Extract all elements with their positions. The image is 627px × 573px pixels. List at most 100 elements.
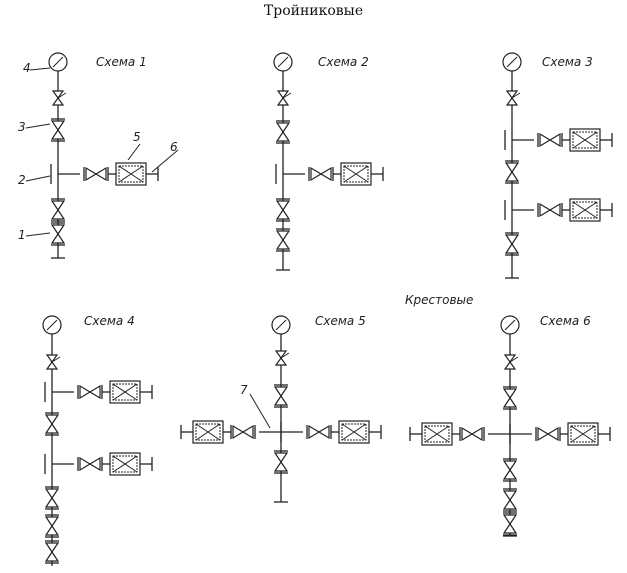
scheme-label-5: Схема 5 [315,314,366,328]
actuator-cross [424,425,450,443]
valve-triangle [502,396,518,408]
valve-triangle [319,166,332,182]
valve-horizontal-icon [83,166,109,182]
valve-triangle [88,384,101,400]
valve-horizontal-icon [308,166,334,182]
valve-vertical-icon [502,488,518,512]
valve-vertical-icon [504,232,520,256]
valve-triangle [85,166,98,182]
valve-triangle [502,468,518,480]
callout-4: 4 [23,61,31,75]
actuator-box-icon [569,198,601,222]
valve-triangle [276,90,290,100]
valve-triangle [275,230,291,242]
gauge-needle [275,319,287,331]
actuator-cross [572,201,598,219]
valve-triangle [275,238,291,250]
valve-triangle [274,350,288,360]
valve-triangle [44,542,60,554]
valve-triangle [50,120,66,132]
valve-triangle [44,488,60,500]
scheme-label-4: Схема 4 [84,314,135,328]
valve-triangle [502,460,518,472]
valve-horizontal-icon [537,202,563,218]
valve-vertical-icon [44,514,60,538]
valve-triangle [232,424,245,440]
valve-vertical-icon [275,120,291,144]
needle-valve-icon [503,354,519,370]
valve-vertical-icon [502,458,518,482]
needle-valve-icon [276,90,292,106]
valve-triangle [275,122,291,134]
actuator-cross [195,423,221,441]
valve-triangle [461,426,474,442]
actuator-inner [572,201,598,219]
pressure-gauge-icon [273,52,293,76]
leader-line [25,232,51,237]
valve-triangle [274,356,288,366]
valve-triangle [502,498,518,510]
actuator-box-icon [567,422,599,446]
valve-triangle [505,90,519,100]
scheme-label-2: Схема 2 [318,55,369,69]
actuator-box-icon [192,420,224,444]
valve-triangle [44,550,60,562]
gauge-needle [504,319,516,331]
valve-vertical-icon [44,412,60,436]
valve-triangle [275,200,291,212]
actuator-box-icon [569,128,601,152]
gauge-needle [52,56,64,68]
valve-triangle [502,522,518,534]
actuator-inner [118,165,144,183]
valve-triangle [539,202,552,218]
leader-line [151,149,179,173]
valve-triangle [503,360,517,370]
valve-triangle [241,424,254,440]
leader-line [249,393,271,429]
actuator-inner [343,165,369,183]
valve-triangle [51,96,65,106]
valve-vertical-icon [273,384,289,408]
valve-triangle [79,456,92,472]
valve-vertical-icon [275,198,291,222]
valve-triangle [50,128,66,140]
scheme-label-3: Схема 3 [542,55,593,69]
valve-vertical-icon [44,486,60,510]
valve-handle [280,352,290,359]
valve-triangle [273,460,289,472]
valve-triangle [273,452,289,464]
valve-triangle [504,170,520,182]
pressure-gauge-icon [48,52,68,76]
valve-horizontal-icon [459,426,485,442]
valve-horizontal-icon [77,384,103,400]
valve-vertical-icon [50,118,66,142]
actuator-cross [572,131,598,149]
valve-triangle [502,388,518,400]
valve-triangle [548,202,561,218]
actuator-box-icon [115,162,147,186]
actuator-cross [343,165,369,183]
valve-horizontal-icon [306,424,332,440]
pressure-gauge-icon [502,52,522,76]
leader-line [127,143,141,161]
valve-vertical-icon [275,228,291,252]
valve-triangle [308,424,321,440]
valve-triangle [504,162,520,174]
needle-valve-icon [505,90,521,106]
valve-vertical-icon [50,198,66,222]
valve-horizontal-icon [535,426,561,442]
pressure-gauge-icon [42,315,62,339]
valve-triangle [470,426,483,442]
actuator-inner [341,423,367,441]
valve-horizontal-icon [77,456,103,472]
tee-section-title: Тройниковые [263,3,364,19]
valve-triangle [276,96,290,106]
pressure-gauge-icon [271,315,291,339]
gauge-needle [506,56,518,68]
valve-triangle [45,354,59,364]
valve-horizontal-icon [537,132,563,148]
valve-vertical-icon [44,540,60,564]
valve-triangle [548,132,561,148]
actuator-inner [112,383,138,401]
